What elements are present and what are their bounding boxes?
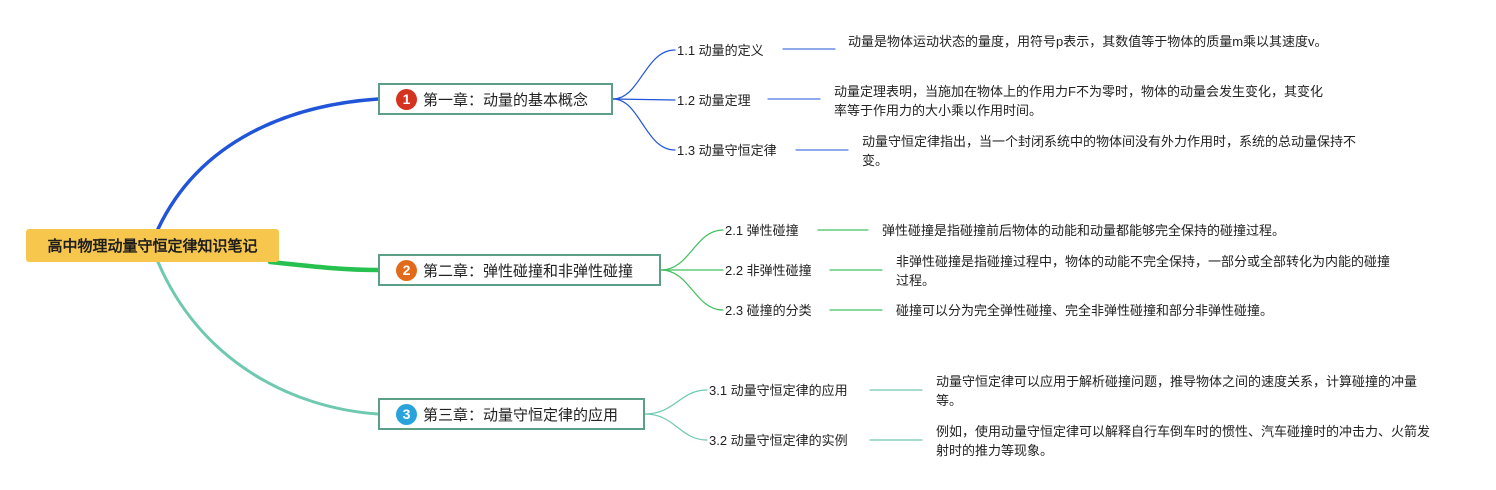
root-topic[interactable]: 高中物理动量守恒定律知识笔记: [26, 229, 279, 262]
branch-1-1: [612, 49, 676, 100]
root-title: 高中物理动量守恒定律知识笔记: [47, 238, 258, 255]
topic-1-2-label[interactable]: 1.2 动量定理: [677, 93, 751, 108]
topic-2-3-label[interactable]: 2.3 碰撞的分类: [725, 303, 812, 318]
root-link-chapter-2: [267, 259, 381, 273]
chapter-1-title: 第一章：动量的基本概念: [423, 91, 589, 109]
topic-2-1-label[interactable]: 2.1 弹性碰撞: [725, 223, 799, 238]
topic-3-2-description: 例如，使用动量守恒定律可以解释自行车倒车时的惯性、汽车碰撞时的冲击力、火箭发射时…: [936, 424, 1431, 458]
topic-3-1-label[interactable]: 3.1 动量守恒定律的应用: [709, 383, 848, 398]
branch-2-3: [660, 269, 724, 311]
branch-1-2: [612, 98, 676, 101]
branch-1-3: [612, 98, 676, 151]
chapter-3-topic[interactable]: 3 第三章：动量守恒定律的应用: [378, 398, 645, 430]
topic-2-1-description: 弹性碰撞是指碰撞前后物体的动能和动量都能够完全保持的碰撞过程。: [882, 223, 1286, 238]
topic-1-3-description: 动量守恒定律指出，当一个封闭系统中的物体间没有外力作用时，系统的总动量保持不变。: [862, 134, 1357, 168]
topic-2-2-label[interactable]: 2.2 非弹性碰撞: [725, 263, 812, 278]
number-badge-3: 3: [396, 403, 417, 425]
chapter-3-title: 第三章：动量守恒定律的应用: [423, 406, 619, 424]
branch-2-1: [660, 229, 724, 271]
topic-2-2-description: 非弹性碰撞是指碰撞过程中，物体的动能不完全保持，一部分或全部转化为内能的碰撞过程…: [896, 254, 1391, 288]
topic-1-2-description: 动量定理表明，当施加在物体上的作用力F不为零时，物体的动量会发生变化，其变化率等…: [834, 84, 1323, 118]
branch-3-2: [644, 413, 708, 441]
root-link-chapter-1: [156, 97, 380, 231]
topic-1-1-label[interactable]: 1.1 动量的定义: [677, 43, 764, 58]
root-link-chapter-3: [156, 260, 380, 416]
chapter-2-title: 第二章：弹性碰撞和非弹性碰撞: [423, 262, 634, 280]
chapter-1-topic[interactable]: 1 第一章：动量的基本概念: [378, 83, 613, 115]
number-badge-1: 1: [396, 88, 417, 110]
topic-1-1-description: 动量是物体运动状态的量度，用符号p表示，其数值等于物体的质量m乘以其速度v。: [848, 34, 1328, 49]
topic-1-3-label[interactable]: 1.3 动量守恒定律: [677, 143, 777, 158]
chapter-2-topic[interactable]: 2 第二章：弹性碰撞和非弹性碰撞: [378, 254, 661, 286]
topic-2-3-description: 碰撞可以分为完全弹性碰撞、完全非弹性碰撞和部分非弹性碰撞。: [896, 303, 1274, 318]
number-badge-2: 2: [396, 259, 417, 281]
topic-3-1-description: 动量守恒定律可以应用于解析碰撞问题，推导物体之间的速度关系，计算碰撞的冲量等。: [936, 374, 1418, 408]
topic-3-2-label[interactable]: 3.2 动量守恒定律的实例: [709, 433, 848, 448]
branch-3-1: [644, 389, 708, 415]
